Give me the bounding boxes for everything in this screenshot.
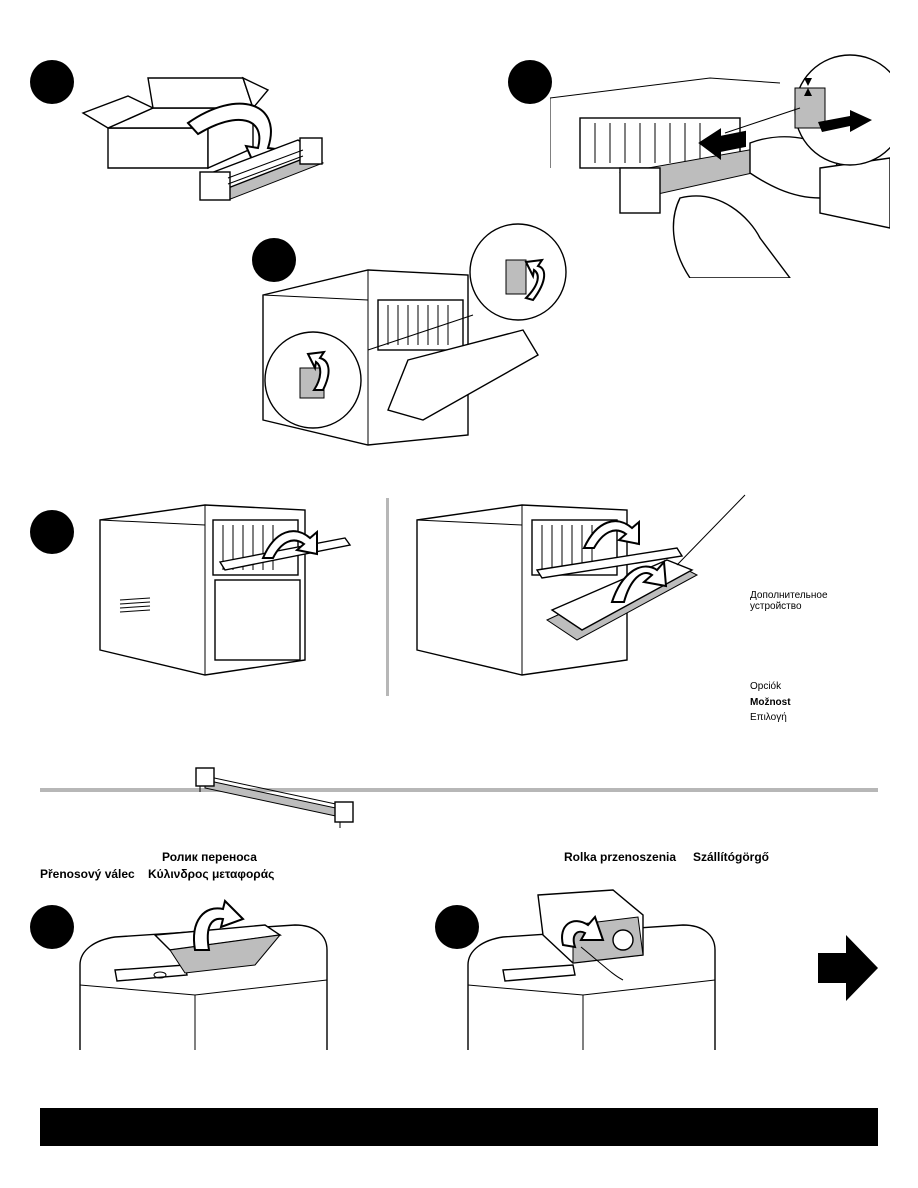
section-divider — [40, 788, 878, 792]
illustration-remove-cartridge — [463, 885, 723, 1055]
section-divider-vertical — [386, 498, 389, 696]
option-label-ru: Дополнительное устройство — [750, 590, 828, 612]
illustration-rear-fuser-levers — [258, 220, 568, 450]
step-number-circle — [30, 905, 74, 949]
transfer-roller-label-el: Κύλινδρος μεταφοράς — [148, 867, 275, 881]
illustration-close-rear-cover-with-option — [412, 490, 752, 680]
step-number-circle — [252, 238, 296, 282]
footer-bar — [40, 1108, 878, 1146]
transfer-roller-label-pl: Rolka przenoszenia — [564, 850, 677, 864]
next-page-arrow-icon[interactable] — [818, 935, 880, 1001]
step-number-circle — [508, 60, 552, 104]
step-number-circle — [30, 510, 74, 554]
illustration-unpack-fuser — [78, 68, 338, 218]
step-number-circle — [30, 60, 74, 104]
option-label-cz: Možnost — [750, 697, 791, 708]
illustration-open-top-cover — [75, 895, 335, 1055]
option-label-el: Επιλογή — [750, 712, 787, 723]
transfer-roller-label-hu: Szállítógörgő — [693, 850, 769, 864]
illustration-transfer-roller — [190, 762, 360, 832]
illustration-close-rear-cover — [95, 490, 355, 680]
illustration-insert-fuser — [550, 48, 890, 278]
transfer-roller-label-ru: Ролик переноса — [162, 850, 257, 864]
step-number-circle — [435, 905, 479, 949]
transfer-roller-label-cz: Přenosový válec — [40, 867, 135, 881]
option-label-hu: Opciók — [750, 681, 782, 692]
